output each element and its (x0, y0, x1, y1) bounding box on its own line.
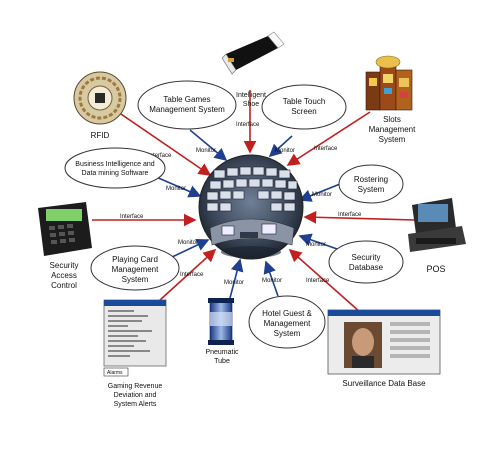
table-touch-label-2: Screen (291, 107, 316, 116)
playing-card-monitor-arrow (169, 239, 210, 259)
security-db-edge-label: Monitor (306, 242, 326, 248)
pneumatic-label-1: Pneumatic (205, 349, 239, 356)
table-touch-label-1: Table Touch (283, 97, 326, 106)
hotel-guest-label-3: System (274, 329, 301, 338)
gaming-revenue-interface-arrow (159, 248, 217, 301)
slots-label-2: Management (369, 125, 416, 134)
table-games-node (137, 80, 237, 130)
slot-machines-icon (365, 55, 413, 111)
pneumatic-tube-icon (208, 298, 234, 345)
intelligent-shoe-label-1: Intelligent (236, 92, 266, 99)
surveillance-window-icon (327, 309, 441, 375)
security-db-monitor-arrow (298, 233, 341, 251)
table-games-label-1: Table Games (163, 95, 210, 104)
playing-card-label-1: Playing Card (112, 255, 158, 264)
playing-card-label-3: System (122, 275, 149, 284)
hotel-guest-node (248, 295, 326, 349)
security-access-label-2: Access (51, 271, 77, 280)
playing-card-label-2: Management (112, 265, 159, 274)
intelligent-shoe-icon (221, 31, 285, 75)
pos-interface-arrow (303, 210, 416, 224)
rfid-edge-label: Interface (148, 153, 172, 159)
hotel-guest-label-2: Management (264, 319, 311, 328)
table-touch-node (261, 84, 347, 130)
surveillance-interface-arrow (288, 248, 361, 313)
slots-interface-arrow (286, 111, 371, 166)
bi-label-2: Data mining Software (82, 170, 149, 177)
playing-card-edge-label: Monitor (178, 240, 198, 246)
surveillance-label: Surveillance Data Base (342, 379, 426, 388)
slots-label-3: System (379, 135, 406, 144)
bi-edge-label: Monitor (166, 186, 186, 192)
rostering-label-2: System (358, 185, 385, 194)
pneumatic-label-2: Tube (214, 358, 230, 365)
security-access-label-3: Control (51, 281, 77, 290)
hotel-guest-label-1: Hotel Guest & (262, 309, 312, 318)
rfid-label: RFID (91, 131, 110, 140)
bi-node (64, 147, 166, 189)
gaming-revenue-label-1: Gaming Revenue (108, 383, 163, 390)
table-games-label-2: Management System (149, 105, 225, 114)
control-room-sphere (198, 154, 304, 260)
hotel-monitor-arrow (263, 260, 279, 297)
slots-edge-label: Interface (314, 146, 338, 152)
bi-label-1: Business Intelligence and (75, 161, 154, 168)
security-db-label-2: Database (349, 263, 384, 272)
gaming-revenue-label-3: System Alerts (114, 401, 157, 408)
gaming-revenue-edge-label: Interface (180, 272, 204, 278)
security-access-edge-label: Interface (120, 214, 144, 220)
table-games-edge-label: Monitor (196, 148, 216, 154)
alarm-button-label: Alarms (107, 370, 123, 376)
slots-label-1: Slots (383, 115, 401, 124)
rostering-node (338, 164, 404, 204)
security-access-label-1: Security (50, 261, 79, 270)
security-db-label-1: Security (352, 253, 381, 262)
rostering-monitor-arrow (298, 181, 346, 202)
security-db-node (328, 240, 404, 284)
gaming-revenue-screenshot-icon: Alarms (103, 299, 167, 377)
touch-edge-label: Monitor (275, 148, 295, 154)
shoe-edge-label: Interface (236, 122, 260, 128)
surveillance-edge-label: Interface (306, 278, 330, 284)
rostering-edge-label: Monitor (312, 192, 332, 198)
hotel-edge-label: Monitor (262, 278, 282, 284)
rfid-tag-icon (73, 71, 127, 125)
table-games-monitor-arrow (189, 129, 228, 162)
pos-edge-label: Interface (338, 212, 362, 218)
intelligent-shoe-label-2: Shoe (243, 101, 259, 108)
security-access-keypad-icon (38, 202, 92, 256)
rfid-interface-arrow (117, 111, 212, 176)
pos-terminal-icon (408, 198, 466, 252)
touch-monitor-arrow (268, 135, 293, 158)
gaming-revenue-label-2: Deviation and (114, 392, 157, 399)
pneumatic-edge-label: Monitor (224, 280, 244, 286)
pneumatic-monitor-arrow (229, 258, 244, 299)
rostering-label-1: Rostering (354, 175, 388, 184)
playing-card-node (90, 245, 180, 291)
pos-label: POS (426, 264, 445, 274)
